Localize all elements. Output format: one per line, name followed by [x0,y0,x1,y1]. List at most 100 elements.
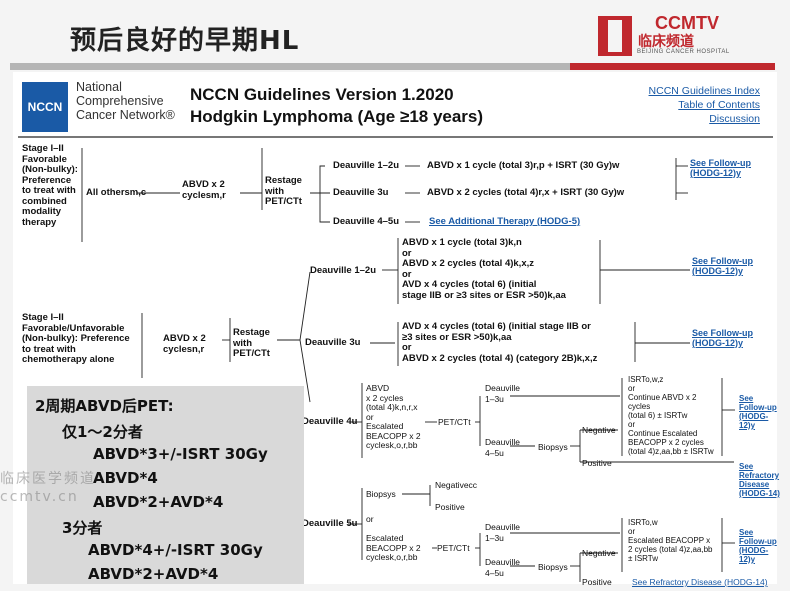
link-follow-up-d3[interactable]: See Follow-up (HODG-12)y [692,328,754,348]
note-regimen-3: ABVD*2+AVD*4 [93,493,224,511]
isrt2-line: 2 cycles (total 4)z,aa,bb [628,545,713,554]
nccn-logo: NCCN [22,82,68,132]
isrt-line: Continue Escalated [628,429,698,438]
header-divider [18,136,773,138]
deauville-4-5-top: Deauville 4–5u [333,216,400,227]
link-follow-up-d12[interactable]: See Follow-up (HODG-12)y [692,256,754,276]
brand-subtitle: 临床频道 [638,34,694,50]
title-underline [10,63,570,70]
biopsy-d5-second: Biopsys [538,562,568,572]
note-regimen-2: ABVD*4 [93,469,158,487]
negative-d5: Negative [582,548,616,558]
d3-rx-line: ≥3 sites or ESR >50)k,aa [402,331,512,343]
deauville-1-2-top: Deauville 1–2u [333,160,400,171]
guideline-subject: Hodgkin Lymphoma (Age ≥18 years) [190,107,484,126]
biopsy-d4: Biopsys [538,442,568,452]
positive-d4: Positive [582,458,612,468]
or-d5: or [366,514,374,524]
d12-rx-line: ABVD x 1 cycle (total 3)k,n [402,237,522,248]
note-regimen-5: ABVD*2+AVD*4 [88,565,219,583]
stage-favorable-combined: Stage I–II Favorable (Non-bulky): Prefer… [22,143,78,228]
d3-rx-block: AVD x 4 cycles (total 6) (initial stage … [402,321,598,364]
isrt-line: BEACOPP x 2 cycles [628,438,704,447]
link-table-of-contents[interactable]: Table of Contents [678,99,760,111]
d3-rx-line: AVD x 4 cycles (total 6) (initial stage … [402,321,591,332]
d5-rx-line: cyclesk,o,r,bb [366,552,418,562]
brand-logo: CCMTV [655,13,719,33]
link-follow-up-d5[interactable]: See Follow-up (HODG-12)y [739,528,777,564]
deauville-1-2-bottom: Deauville 1–2u [310,265,377,276]
link-follow-up-top[interactable]: See Follow-up (HODG-12)y [690,158,752,178]
negative-d4: Negative [582,425,616,435]
positive-d5-second: Positive [582,577,612,587]
link-follow-up-d4[interactable]: See Follow-up (HODG-12)y [739,394,777,430]
all-others-label: All othersm,c [86,187,147,198]
deauville-4-5-d5: Deauville 4–5u [485,557,520,578]
header-links: NCCN Guidelines Index Table of Contents … [610,84,760,126]
d12-rx-line: or [402,268,412,280]
isrt-line: or [628,384,636,393]
isrt-line: Continue ABVD x 2 [628,393,697,402]
d3-rx-line: or [402,342,412,353]
isrt-block-d5: ISRTo,w or Escalated BEACOPP x 2 cycles … [628,518,712,563]
deauville-3-bottom: Deauville 3u [305,337,361,348]
d4-rx-line: x 2 cycles [366,392,404,403]
watermark-line: ccmtv.cn [0,489,79,505]
watermark-line: 临床医学频道 [0,471,96,487]
d5-rx-line: Escalated [366,533,404,543]
d4-rx-line: or [366,411,374,422]
deauville-3-top: Deauville 3u [333,187,389,198]
note-score-1-2: 仅1～2分者 [62,423,143,441]
isrt-line: (total 4)z,aa,bb ± ISRTw [628,447,714,456]
note-heading: 2周期ABVD后PET: [35,397,174,415]
isrt-line: or [628,420,636,429]
d12-rx-line: AVD x 4 cycles (total 6) (initial [402,279,537,290]
d12-rx-line: ABVD x 2 cycles (total 4)k,x,z [402,258,534,269]
d4-rx-line: Escalated [366,421,404,431]
deauville-5: Deauville 5u [302,518,358,529]
isrt2-line: ± ISRTw [628,554,659,563]
isrt2-line: or [628,527,636,536]
isrt-line: (total 6) ± ISRTw [628,411,688,420]
d4-rx-line: (total 4)k,n,r,x [366,402,418,412]
petct-d4: PET/CTt [438,417,471,427]
d12-rx-line: stage IIB or ≥3 sites or ESR >50)k,aa [402,289,566,301]
petct-d5: PET/CTt [437,543,470,553]
link-refractory-disease[interactable]: See Refractory Disease (HODG-14) [739,462,780,498]
d5-rx-line: BEACOPP x 2 [366,542,421,553]
link-additional-therapy[interactable]: See Additional Therapy (HODG-5) [429,216,581,227]
slide-title: 预后良好的早期HL [70,26,300,56]
hospital-name: BEIJING CANCER HOSPITAL [637,49,730,55]
d3-rx-line: ABVD x 2 cycles (total 4) (category 2B)k… [402,352,598,364]
deauville-1-3-d4: Deauville 1–3u [485,383,520,404]
isrt-block-d4: ISRTo,w,z or Continue ABVD x 2 cycles (t… [628,375,714,456]
guideline-title: NCCN Guidelines Version 1.2020 Hodgkin L… [190,84,483,128]
link-discussion[interactable]: Discussion [709,113,760,125]
d4-rx-line: ABVD [366,383,390,393]
stage-chemo-alone: Stage I–II Favorable/Unfavorable (Non-bu… [22,312,130,365]
title-underline-accent [570,63,775,70]
biopsy-d5: Biopsys [366,489,396,499]
deauville-4-5-d4: Deauville 4–5u [485,437,520,458]
guideline-version: NCCN Guidelines Version 1.2020 [190,85,454,104]
link-refractory-inline[interactable]: See Refractory Disease (HODG-14) [632,577,768,587]
deauville-1-3-d5: Deauville 1–3u [485,522,520,543]
hospital-logo-icon [598,16,632,56]
deauville-1-2-top-rx: ABVD x 1 cycle (total 3)r,p + ISRT (30 G… [427,160,620,171]
org-name: National Comprehensive Cancer Network® [76,80,175,122]
note-score-3: 3分者 [62,519,103,537]
link-guidelines-index[interactable]: NCCN Guidelines Index [648,85,760,97]
annotation-box [27,386,304,584]
watermark: 临床医学频道 ccmtv.cn [0,470,96,506]
restage-box: Restage with PET/CTt [265,175,302,207]
isrt-line: ISRTo,w,z [628,375,664,384]
isrt2-line: ISRTo,w [628,518,658,527]
d5-rx-block: Escalated BEACOPP x 2 cyclesk,o,r,bb [366,533,421,563]
abvd-x2-box: ABVD x 2 cyclesm,r [182,179,226,201]
d4-rx-line: BEACOPP x 2 [366,430,421,441]
d12-rx-block: ABVD x 1 cycle (total 3)k,n or ABVD x 2 … [402,237,566,301]
positive-d5: Positive [435,502,465,512]
isrt-line: cycles [628,402,651,411]
d4-rx-block: ABVD x 2 cycles (total 4)k,n,r,x or Esca… [366,383,421,451]
